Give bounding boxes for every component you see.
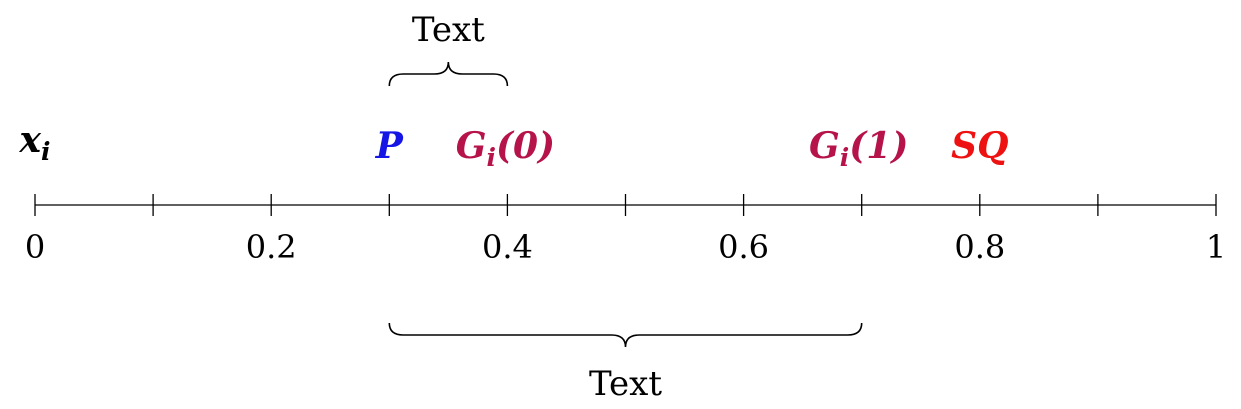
point-label-g0: Gi(0): [456, 125, 555, 172]
tick-label: 0.2: [246, 228, 297, 266]
point-label-p: P: [375, 125, 404, 167]
brace-label-bottom: Text: [589, 364, 662, 404]
point-label-sq: SQ: [951, 125, 1008, 167]
tick-label: 0: [25, 228, 45, 266]
tick-label: 0.6: [718, 228, 769, 266]
brace-label-top: Text: [412, 10, 485, 50]
point-label-g1: Gi(1): [809, 125, 908, 172]
axis-tick-labels: 0 0.2 0.4 0.6 0.8 1: [25, 228, 1226, 266]
point-labels: P Gi(0) Gi(1) SQ: [375, 125, 1009, 172]
axis-ticks: [34, 194, 1217, 216]
brace-top: [388, 61, 509, 87]
variable-label-text: xi: [19, 119, 51, 166]
variable-label: xi: [19, 119, 51, 166]
tick-label: 0.8: [954, 228, 1005, 266]
tick-label: 1: [1206, 228, 1226, 266]
tick-label: 0.4: [482, 228, 533, 266]
brace-bottom: [388, 322, 863, 348]
